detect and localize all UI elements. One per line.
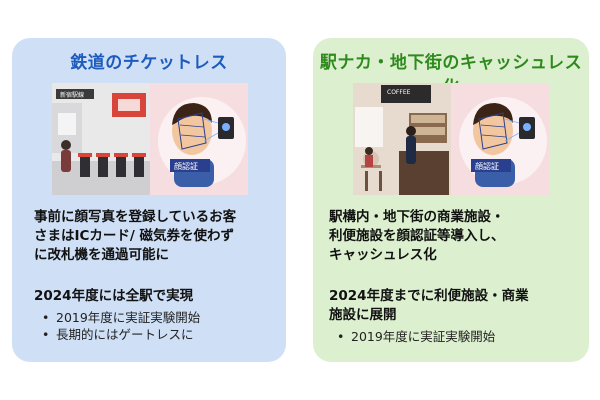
goal-line: 施設に展開 [329,307,397,323]
bullet-item: 2019年度に実証実験開始 [337,328,495,345]
ticketless-goal: 2024年度には全駅で実現 [34,287,278,306]
ticketless-title: 鉄道のチケットレス [70,53,228,73]
face-auth-badge: 顔認証 [475,161,499,171]
shop-sign: COFFEE [387,89,411,96]
face-auth-badge: 顔認証 [174,161,198,171]
ticketless-panel: 鉄道のチケットレス 新宿駅線 [12,38,286,362]
description-line: に改札機を通過可能に [34,247,169,263]
cashless-description: 駅構内・地下街の商業施設・ 利便施設を顔認証等導入し、 キャッシュレス化 [329,208,581,265]
description-line: 駅構内・地下街の商業施設・ [329,209,505,225]
cafe-icon: COFFEE [353,83,549,195]
ticketless-description: 事前に顔写真を登録しているお客 さまはICカード/ 磁気券を使わず に改札機を通… [34,208,278,265]
cashless-bullets: 2019年度に実証実験開始 [337,328,495,345]
description-line: 事前に顔写真を登録しているお客 [34,209,237,225]
cafe-illustration: COFFEE [353,83,549,195]
bullet-item: 2019年度に実証実験開始 [42,309,200,326]
description-line: 利便施設を顔認証等導入し、 [329,228,505,244]
ticketless-bullets: 2019年度に実証実験開始 長期的にはゲートレスに [42,309,200,343]
description-line: キャッシュレス化 [329,247,437,263]
cashless-goal: 2024年度までに利便施設・商業 施設に展開 [329,287,581,325]
station-sign: 新宿駅線 [60,91,84,99]
goal-line: 2024年度までに利便施設・商業 [329,288,529,304]
ticket-gate-illustration: 新宿駅線 [52,83,248,195]
description-line: さまはICカード/ 磁気券を使わず [34,228,235,244]
cashless-panel: 駅ナカ・地下街のキャッシュレス化 COFFEE [313,38,589,362]
ticket-gate-icon: 新宿駅線 [52,83,248,195]
goal-line: 2024年度には全駅で実現 [34,288,194,304]
bullet-item: 長期的にはゲートレスに [42,326,200,343]
